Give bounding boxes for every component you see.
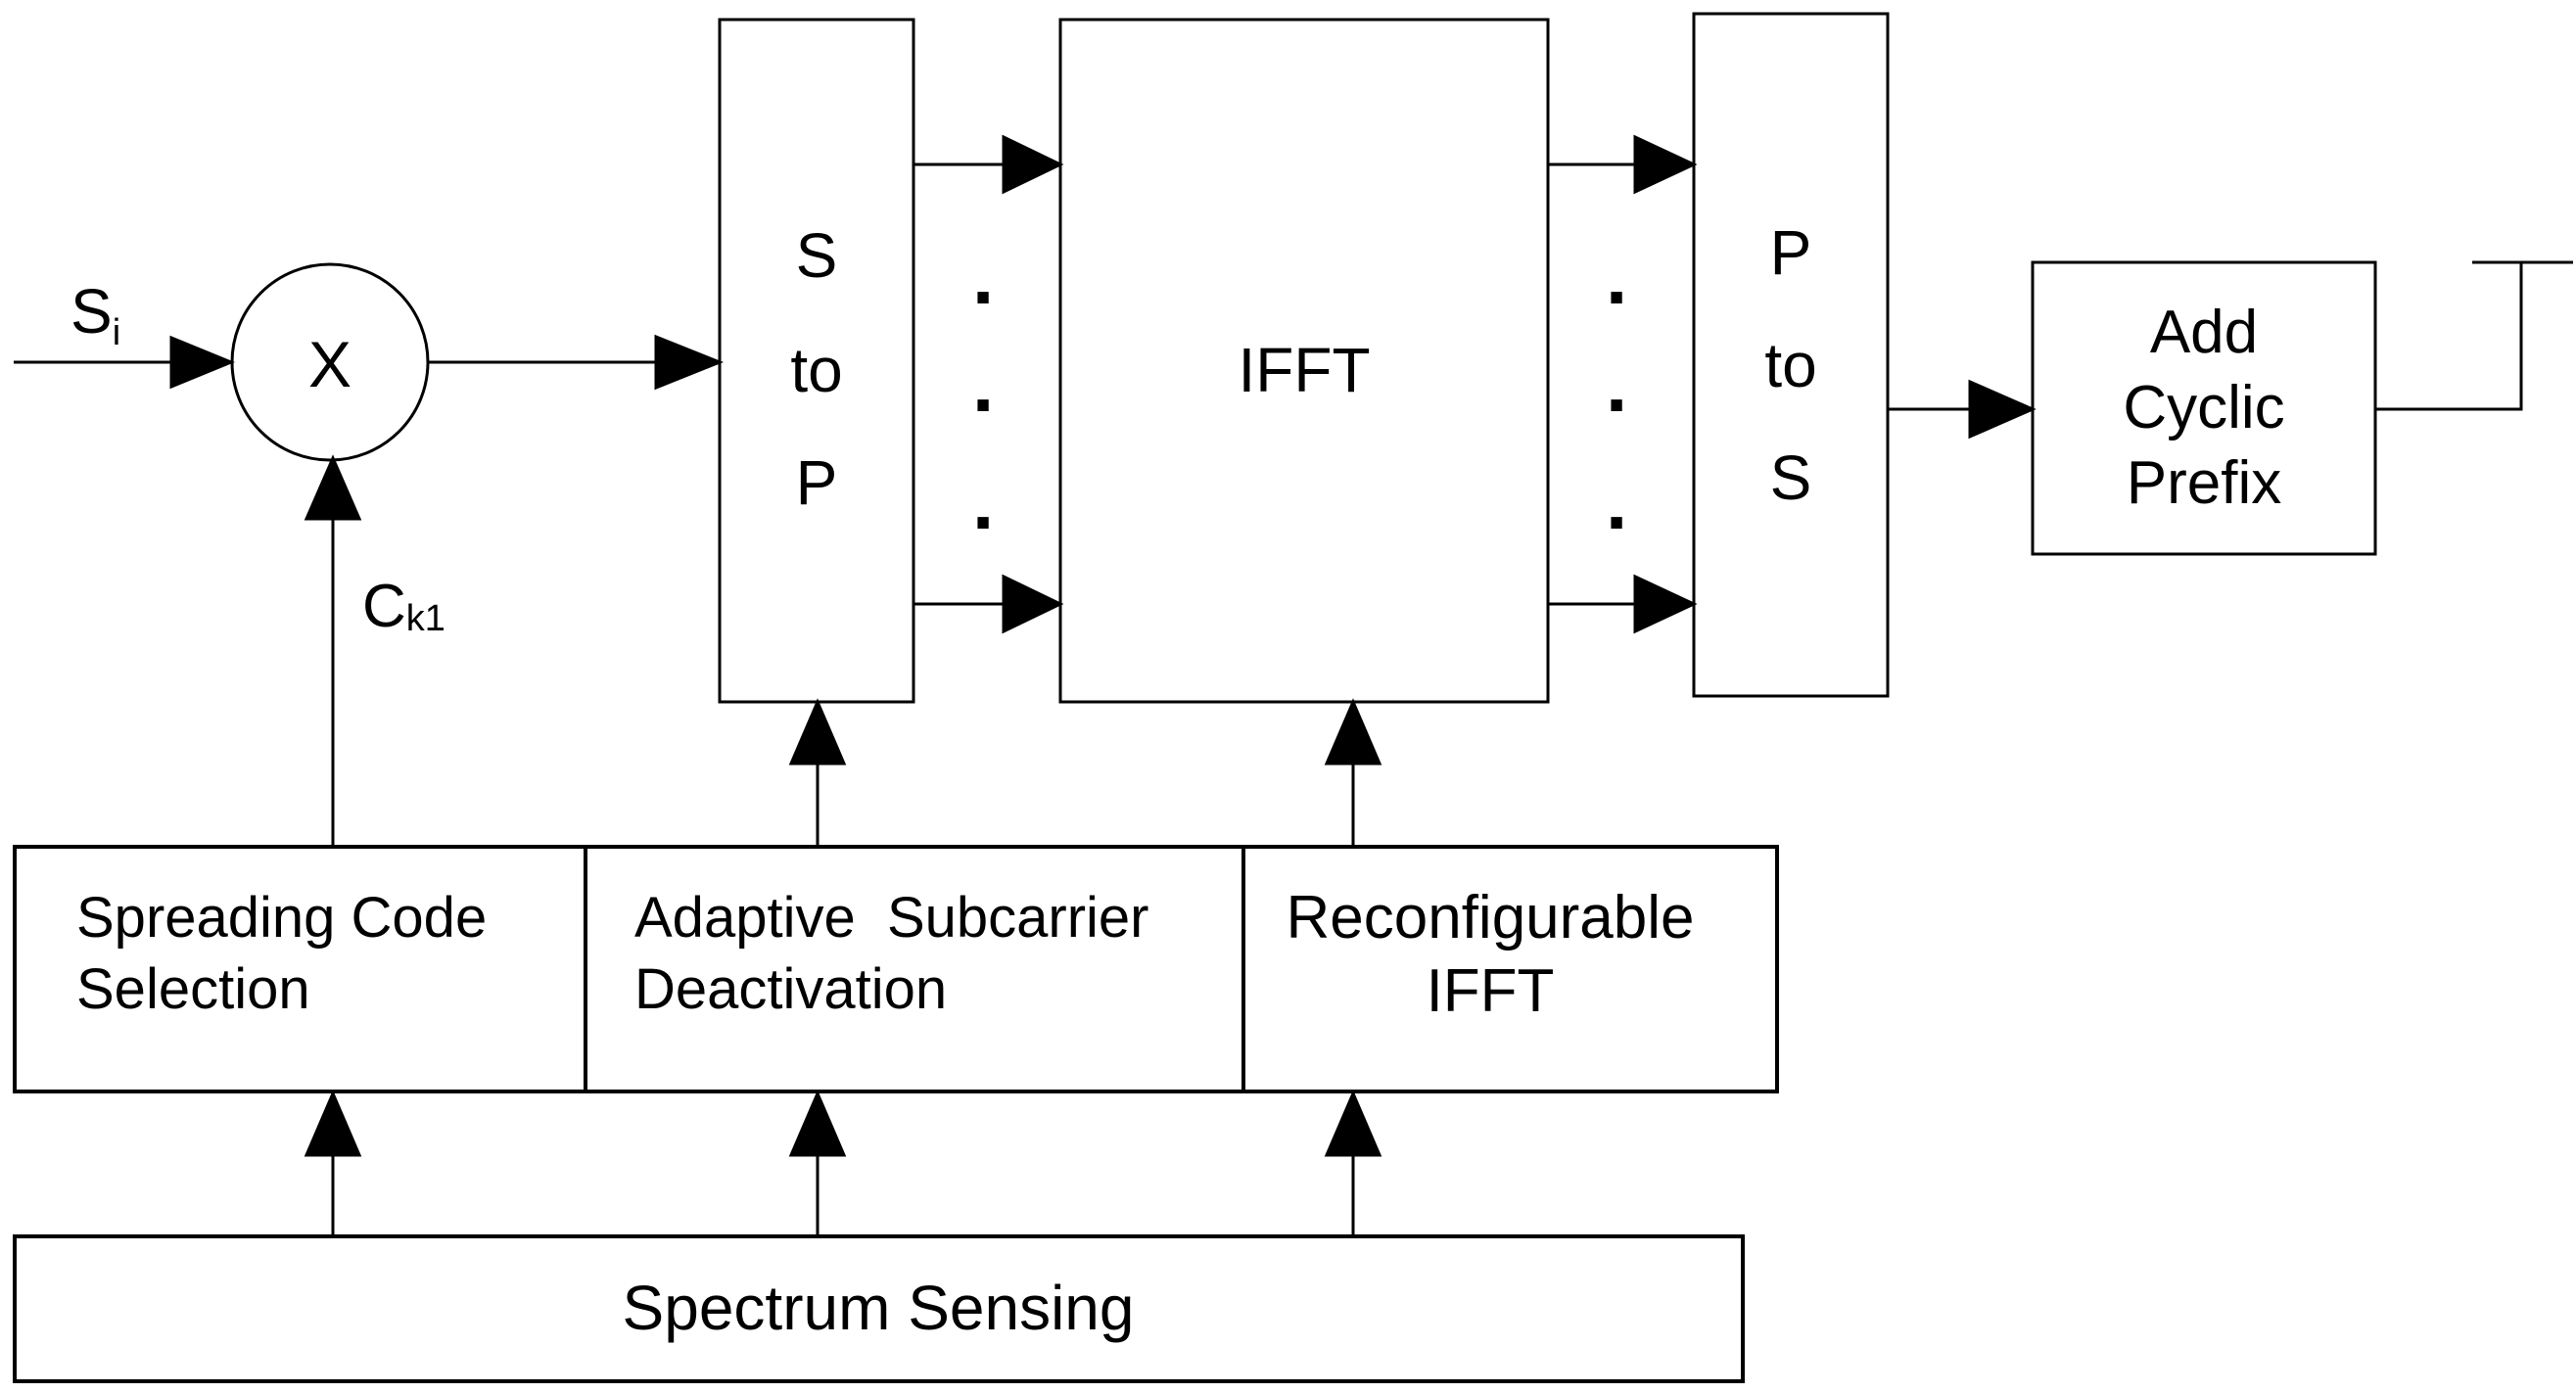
spreading-code-selection-line1: Spreading Code (76, 886, 487, 950)
dots-left-2: . (972, 341, 994, 428)
dots-right-1: . (1606, 233, 1627, 320)
cyclic-prefix-line2: Cyclic (2123, 374, 2284, 441)
dots-right-3: . (1606, 458, 1627, 545)
ifft-ptos-arrow-bottom (1633, 574, 1698, 634)
spreading-code-label: Ck1 (362, 573, 445, 640)
p-to-s-block (1692, 12, 1890, 698)
p-to-s-line3: S (1770, 442, 1812, 513)
dots-right-2: . (1606, 341, 1627, 428)
cyclic-prefix-line3: Prefix (2127, 449, 2281, 517)
spreading-code-selection-line2: Selection (76, 957, 310, 1021)
ptos-cp-arrowhead (1968, 379, 2037, 440)
dots-left-3: . (972, 458, 994, 545)
code-arrowhead (304, 454, 362, 521)
subcarrier-arrowhead (788, 698, 847, 766)
multiplier-output-arrowhead (654, 334, 725, 391)
s-to-p-line3: P (796, 447, 838, 518)
stop-ifft-arrow-top (1002, 134, 1064, 195)
adaptive-subcarrier-line1: Adaptive Subcarrier (634, 886, 1148, 950)
sensing-arrow-3 (1324, 1090, 1382, 1157)
s-to-p-line1: S (796, 220, 838, 291)
sensing-arrow-1 (304, 1090, 362, 1157)
p-to-s-line1: P (1770, 217, 1812, 288)
sensing-arrow-2 (788, 1090, 847, 1157)
output-line (2375, 262, 2523, 411)
reconfigurable-ifft-line1: Reconfigurable (1286, 884, 1694, 952)
ifft-ptos-arrow-top (1633, 134, 1698, 195)
reconfigurable-ifft-line2: IFFT (1427, 957, 1555, 1025)
input-signal-label: Si (70, 276, 120, 353)
adaptive-subcarrier-line2: Deactivation (634, 957, 947, 1021)
s-to-p-line2: to (790, 335, 842, 405)
spectrum-sensing-block (13, 1234, 1745, 1383)
control-row-frame (13, 845, 1779, 1093)
input-arrowhead (169, 335, 235, 390)
cyclic-prefix-line1: Add (2150, 299, 2258, 366)
reconfig-arrowhead (1324, 698, 1382, 766)
dots-left-1: . (972, 233, 994, 320)
p-to-s-line2: to (1764, 330, 1816, 400)
multiplier-circle (230, 262, 430, 462)
ifft-label: IFFT (1238, 335, 1370, 405)
ifft-block (1058, 18, 1550, 704)
stop-ifft-arrow-bottom (1002, 574, 1064, 634)
multiplier-label: X (308, 328, 351, 400)
spectrum-sensing-label: Spectrum Sensing (623, 1273, 1135, 1343)
